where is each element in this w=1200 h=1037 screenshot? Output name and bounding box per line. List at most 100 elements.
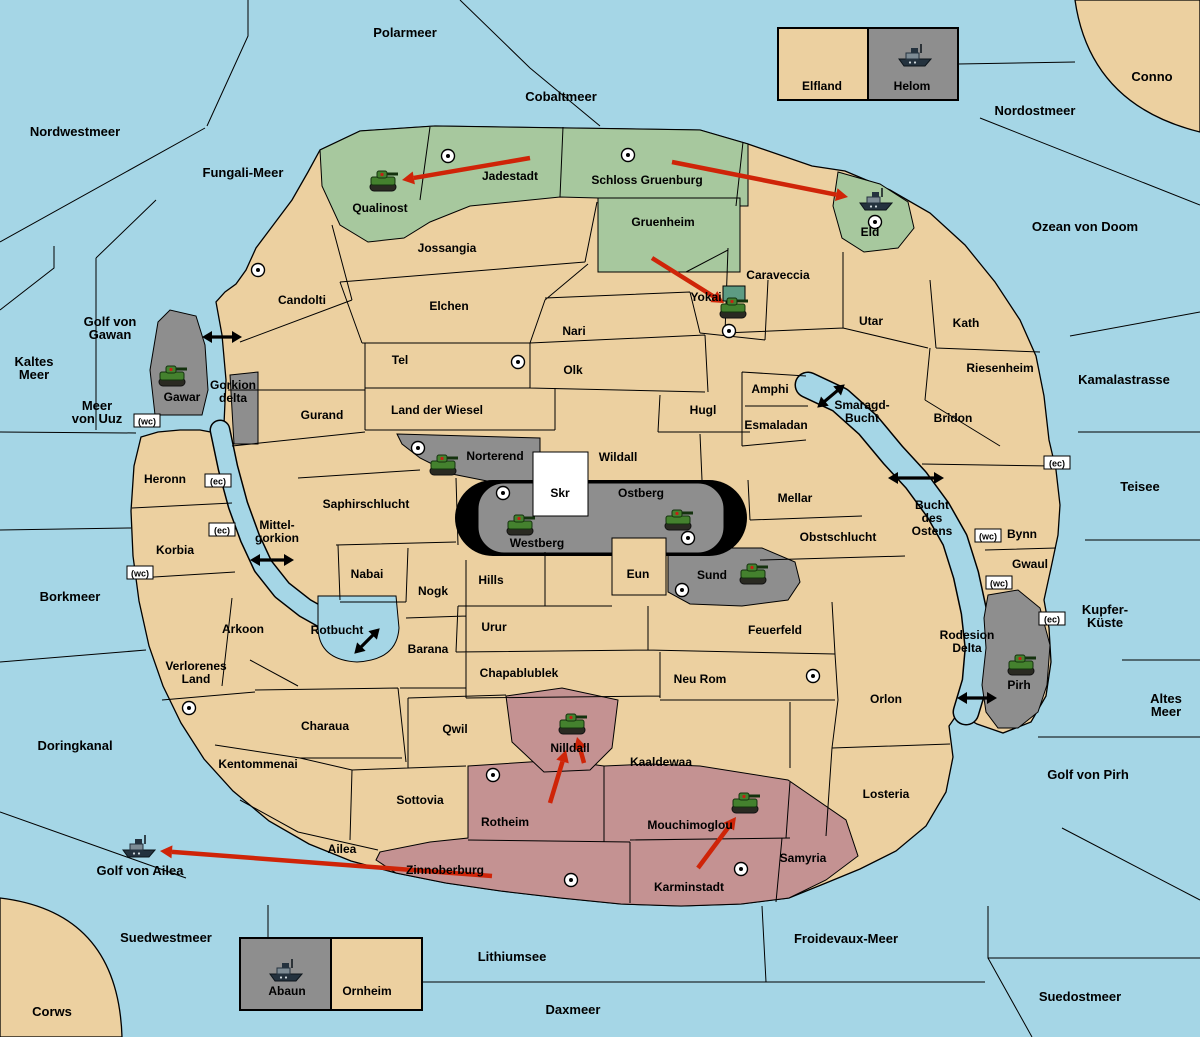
territory-label-mouchimoglou[interactable]: Mouchimoglou xyxy=(647,818,732,832)
territory-label-zinnoberburg[interactable]: Zinnoberburg xyxy=(406,863,484,877)
sea-label-teisee[interactable]: Teisee xyxy=(1120,479,1160,494)
territory-label-candolti[interactable]: Candolti xyxy=(278,293,326,307)
territory-label-nari[interactable]: Nari xyxy=(562,324,585,338)
unit-tank-mouchimoglou[interactable] xyxy=(731,792,760,814)
territory-label-ostberg[interactable]: Ostberg xyxy=(618,486,664,500)
territory-label-urur[interactable]: Urur xyxy=(481,620,507,634)
territory-label-caraveccia[interactable]: Caraveccia xyxy=(746,268,810,282)
territory-label-hugl[interactable]: Hugl xyxy=(690,403,717,417)
territory-label-land-der-wiesel[interactable]: Land der Wiesel xyxy=(391,403,483,417)
unit-tank-qualinost[interactable] xyxy=(369,170,398,192)
sea-label-kupfer-k-ste[interactable]: Kupfer-Küste xyxy=(1082,602,1128,630)
territory-label-rotheim[interactable]: Rotheim xyxy=(481,815,529,829)
territory-label-sottovia[interactable]: Sottovia xyxy=(396,793,444,807)
territory-label-samyria[interactable]: Samyria xyxy=(780,851,827,865)
territory-label-tel[interactable]: Tel xyxy=(392,353,408,367)
territory-label-arkoon[interactable]: Arkoon xyxy=(222,622,264,636)
territory-label-qualinost[interactable]: Qualinost xyxy=(352,201,407,215)
unit-ship-eld[interactable] xyxy=(859,188,894,211)
territory-label-bridon[interactable]: Bridon xyxy=(934,411,973,425)
sea-label-nordwestmeer[interactable]: Nordwestmeer xyxy=(30,124,120,139)
sea-label-daxmeer[interactable]: Daxmeer xyxy=(546,1002,601,1017)
sea-label-ozean-von-doom[interactable]: Ozean von Doom xyxy=(1032,219,1138,234)
territory-label-helom[interactable]: Helom xyxy=(894,79,931,93)
territory-label-kath[interactable]: Kath xyxy=(953,316,980,330)
sea-label-borkmeer[interactable]: Borkmeer xyxy=(40,589,101,604)
territory-label-bynn[interactable]: Bynn xyxy=(1007,527,1037,541)
territory-label-obstschlucht[interactable]: Obstschlucht xyxy=(800,530,877,544)
territory-label-gwaul[interactable]: Gwaul xyxy=(1012,557,1048,571)
sea-label-golf-von-pirh[interactable]: Golf von Pirh xyxy=(1047,767,1129,782)
territory-label-mellar[interactable]: Mellar xyxy=(778,491,813,505)
territory-label-eld[interactable]: Eld xyxy=(861,225,880,239)
territory-label-orlon[interactable]: Orlon xyxy=(870,692,902,706)
territory-label-chapablublek[interactable]: Chapablublek xyxy=(480,666,559,680)
unit-tank-westberg[interactable] xyxy=(506,514,535,536)
territory-label-saphirschlucht[interactable]: Saphirschlucht xyxy=(323,497,410,511)
territory-label-heronn[interactable]: Heronn xyxy=(144,472,186,486)
unit-tank-pirh[interactable] xyxy=(1007,654,1036,676)
region-norterend[interactable] xyxy=(396,433,541,483)
territory-label-kaaldewaa[interactable]: Kaaldewaa xyxy=(630,755,692,769)
sea-label-fungali-meer[interactable]: Fungali-Meer xyxy=(203,165,284,180)
territory-label-korbia[interactable]: Korbia xyxy=(156,543,194,557)
territory-label-rotbucht[interactable]: Rotbucht xyxy=(311,623,364,637)
unit-ship-abaun[interactable] xyxy=(269,959,304,982)
territory-label-qwil[interactable]: Qwil xyxy=(442,722,467,736)
territory-label-nabai[interactable]: Nabai xyxy=(351,567,384,581)
territory-label-utar[interactable]: Utar xyxy=(859,314,883,328)
unit-tank-nilldall[interactable] xyxy=(558,713,587,735)
rotbucht-bay[interactable] xyxy=(317,595,400,663)
territory-label-charaua[interactable]: Charaua xyxy=(301,719,349,733)
unit-tank-yokai[interactable] xyxy=(719,297,748,319)
box-elfland[interactable] xyxy=(777,27,869,101)
territory-label-neu-rom[interactable]: Neu Rom xyxy=(674,672,727,686)
territory-label-gruenheim[interactable]: Gruenheim xyxy=(631,215,694,229)
territory-label-eun[interactable]: Eun xyxy=(627,567,650,581)
unit-tank-sund[interactable] xyxy=(739,563,768,585)
territory-label-skr[interactable]: Skr xyxy=(550,486,570,500)
unit-ship-golf-von-ailea[interactable] xyxy=(122,835,157,858)
territory-label-wildall[interactable]: Wildall xyxy=(599,450,638,464)
territory-label-gawar[interactable]: Gawar xyxy=(164,390,201,404)
region-sund[interactable] xyxy=(667,547,801,607)
sea-label-lithiumsee[interactable]: Lithiumsee xyxy=(478,949,547,964)
territory-label-amphi[interactable]: Amphi xyxy=(751,382,788,396)
territory-label-gurand[interactable]: Gurand xyxy=(301,408,344,422)
box-ornheim[interactable] xyxy=(330,937,423,1011)
region-eld[interactable] xyxy=(832,171,915,253)
unit-tank-gawar[interactable] xyxy=(158,365,187,387)
territory-label-losteria[interactable]: Losteria xyxy=(863,787,910,801)
bucht-des-ostens-channel[interactable] xyxy=(796,373,990,724)
landmass-corws[interactable] xyxy=(0,897,123,1037)
territory-label-ailea[interactable]: Ailea xyxy=(328,842,357,856)
territory-label-pirh[interactable]: Pirh xyxy=(1007,678,1030,692)
sea-label-suedostmeer[interactable]: Suedostmeer xyxy=(1039,989,1121,1004)
territory-label-nilldall[interactable]: Nilldall xyxy=(550,741,589,755)
sea-label-corws[interactable]: Corws xyxy=(32,1004,72,1019)
territory-label-jossangia[interactable]: Jossangia xyxy=(418,241,477,255)
territory-label-schloss-gruenburg[interactable]: Schloss Gruenburg xyxy=(591,173,702,187)
territory-label-feuerfeld[interactable]: Feuerfeld xyxy=(748,623,802,637)
territory-label-jadestadt[interactable]: Jadestadt xyxy=(482,169,538,183)
territory-label-ornheim[interactable]: Ornheim xyxy=(342,984,391,998)
territory-label-elchen[interactable]: Elchen xyxy=(429,299,468,313)
territory-label-nogk[interactable]: Nogk xyxy=(418,584,448,598)
sea-label-nordostmeer[interactable]: Nordostmeer xyxy=(995,103,1076,118)
territory-label-yokai[interactable]: Yokai xyxy=(690,290,721,304)
territory-label-elfland[interactable]: Elfland xyxy=(802,79,842,93)
sea-label-golf-von-ailea[interactable]: Golf von Ailea xyxy=(97,863,185,878)
unit-tank-ostberg[interactable] xyxy=(664,509,693,531)
sea-label-suedwestmeer[interactable]: Suedwestmeer xyxy=(120,930,212,945)
territory-label-barana[interactable]: Barana xyxy=(408,642,449,656)
sea-label-polarmeer[interactable]: Polarmeer xyxy=(373,25,437,40)
